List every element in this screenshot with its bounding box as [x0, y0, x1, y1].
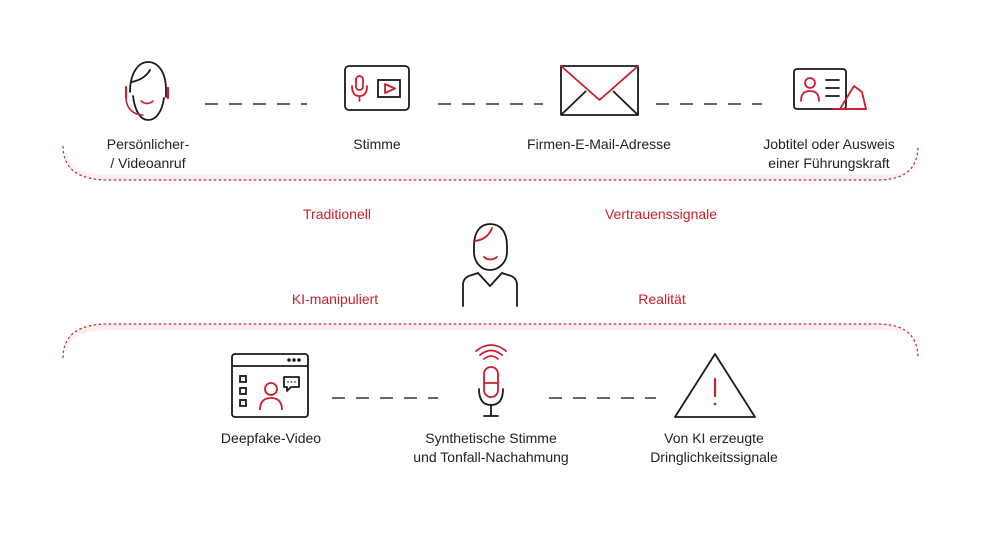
label-ai-manipulated: KI-manipuliert [291, 291, 379, 307]
warning-triangle-icon [674, 353, 756, 418]
person-icon [462, 223, 518, 307]
label-executive-title-badge: Jobtitel oder Ausweis einer Führungskraf… [763, 136, 895, 171]
deepfake-video-icon [231, 353, 309, 418]
ai-bracket [62, 323, 919, 359]
headset-person-icon [124, 61, 170, 121]
label-voice: Stimme [353, 136, 401, 152]
label-traditional: Traditionell [303, 206, 371, 222]
envelope-icon [560, 65, 639, 116]
label-deepfake-video: Deepfake-Video [220, 430, 322, 446]
label-synthetic-voice: Synthetische Stimme und Tonfall-Nachahmu… [413, 430, 569, 465]
label-trust-signals: Vertrauenssignale [604, 206, 718, 222]
label-personal-video-call: Persönlicher- / Videoanruf [106, 136, 190, 171]
traditional-bracket [62, 145, 919, 181]
label-reality: Realität [638, 291, 686, 307]
voice-video-icon [344, 65, 410, 111]
label-ai-urgency-signals: Von KI erzeugte Dringlichkeitssignale [650, 430, 778, 465]
label-company-email: Firmen-E-Mail-Adresse [527, 136, 671, 152]
synthetic-microphone-icon [475, 344, 507, 417]
id-badge-icon [793, 68, 867, 110]
